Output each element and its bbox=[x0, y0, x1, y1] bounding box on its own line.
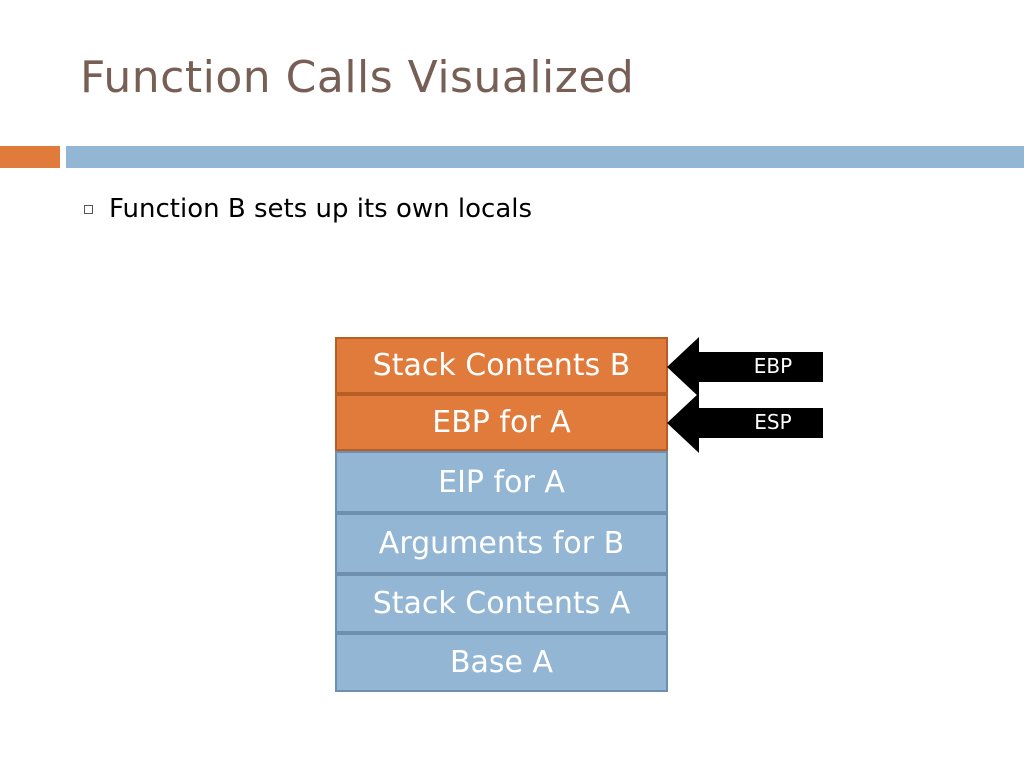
stack-cell-eip-for-a: EIP for A bbox=[335, 451, 668, 513]
stack-cell-base-a: Base A bbox=[335, 633, 668, 692]
stack-cell-arguments-for-b: Arguments for B bbox=[335, 513, 668, 574]
stack-cell-ebp-for-a: EBP for A bbox=[335, 394, 668, 451]
stack-cell-stack-contents-a: Stack Contents A bbox=[335, 574, 668, 633]
esp-pointer-label: ESP bbox=[754, 410, 792, 434]
ebp-pointer-label: EBP bbox=[753, 354, 793, 378]
bullet-item: Function B sets up its own locals bbox=[84, 194, 532, 224]
ebp-pointer: EBP bbox=[667, 337, 827, 397]
left-arrow-icon bbox=[667, 393, 823, 453]
title-accent-bar-orange bbox=[0, 146, 60, 168]
title-accent-bar-blue bbox=[66, 146, 1024, 168]
stack-diagram: Stack Contents B EBP for A EIP for A Arg… bbox=[335, 337, 668, 692]
slide-title: Function Calls Visualized bbox=[80, 52, 635, 103]
left-arrow-icon bbox=[667, 337, 823, 397]
bullet-text: Function B sets up its own locals bbox=[109, 194, 533, 224]
stack-cell-stack-contents-b: Stack Contents B bbox=[335, 337, 668, 394]
esp-pointer: ESP bbox=[667, 393, 827, 453]
square-bullet-icon bbox=[84, 204, 93, 214]
